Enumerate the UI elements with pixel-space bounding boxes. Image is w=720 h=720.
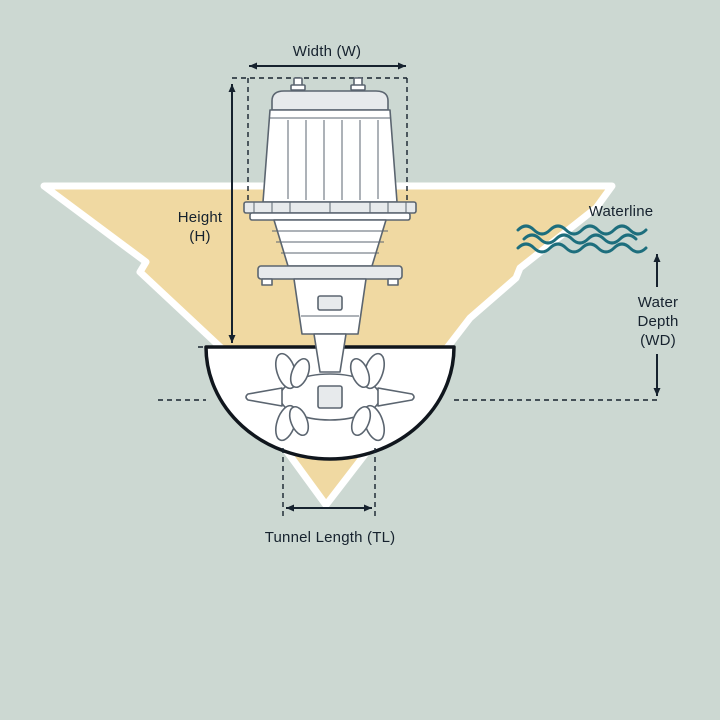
mounting-flange — [257, 265, 403, 280]
water-depth-label-line1: Water — [637, 294, 679, 311]
water-depth-label: Water Depth (WD) — [600, 293, 716, 350]
tunnel-length-extension-lines — [282, 448, 376, 516]
hub-cone-left — [245, 387, 283, 407]
motor-housing — [262, 109, 398, 203]
height-dimension-label: Height (H) — [158, 208, 242, 246]
hub-cone-right — [377, 387, 415, 407]
thruster-unit — [243, 77, 417, 442]
strut — [313, 333, 347, 373]
dimension-arrows — [228, 62, 661, 512]
water-depth-label-line3: (WD) — [640, 332, 676, 349]
water-depth-label-line2: Depth — [637, 313, 679, 330]
width-dimension-label: Width (W) — [292, 43, 362, 60]
neck — [273, 219, 387, 267]
propeller-left — [274, 352, 311, 442]
motor-cap — [271, 90, 389, 111]
tunnel-length-label: Tunnel Length (TL) — [264, 529, 396, 546]
waterline-waves-icon — [516, 224, 648, 254]
height-label-line1: Height — [177, 209, 223, 226]
height-label-line2: (H) — [189, 228, 211, 245]
propeller-right — [349, 352, 386, 442]
extension-dashed-lines — [158, 77, 658, 401]
waterline-label: Waterline — [588, 203, 654, 220]
